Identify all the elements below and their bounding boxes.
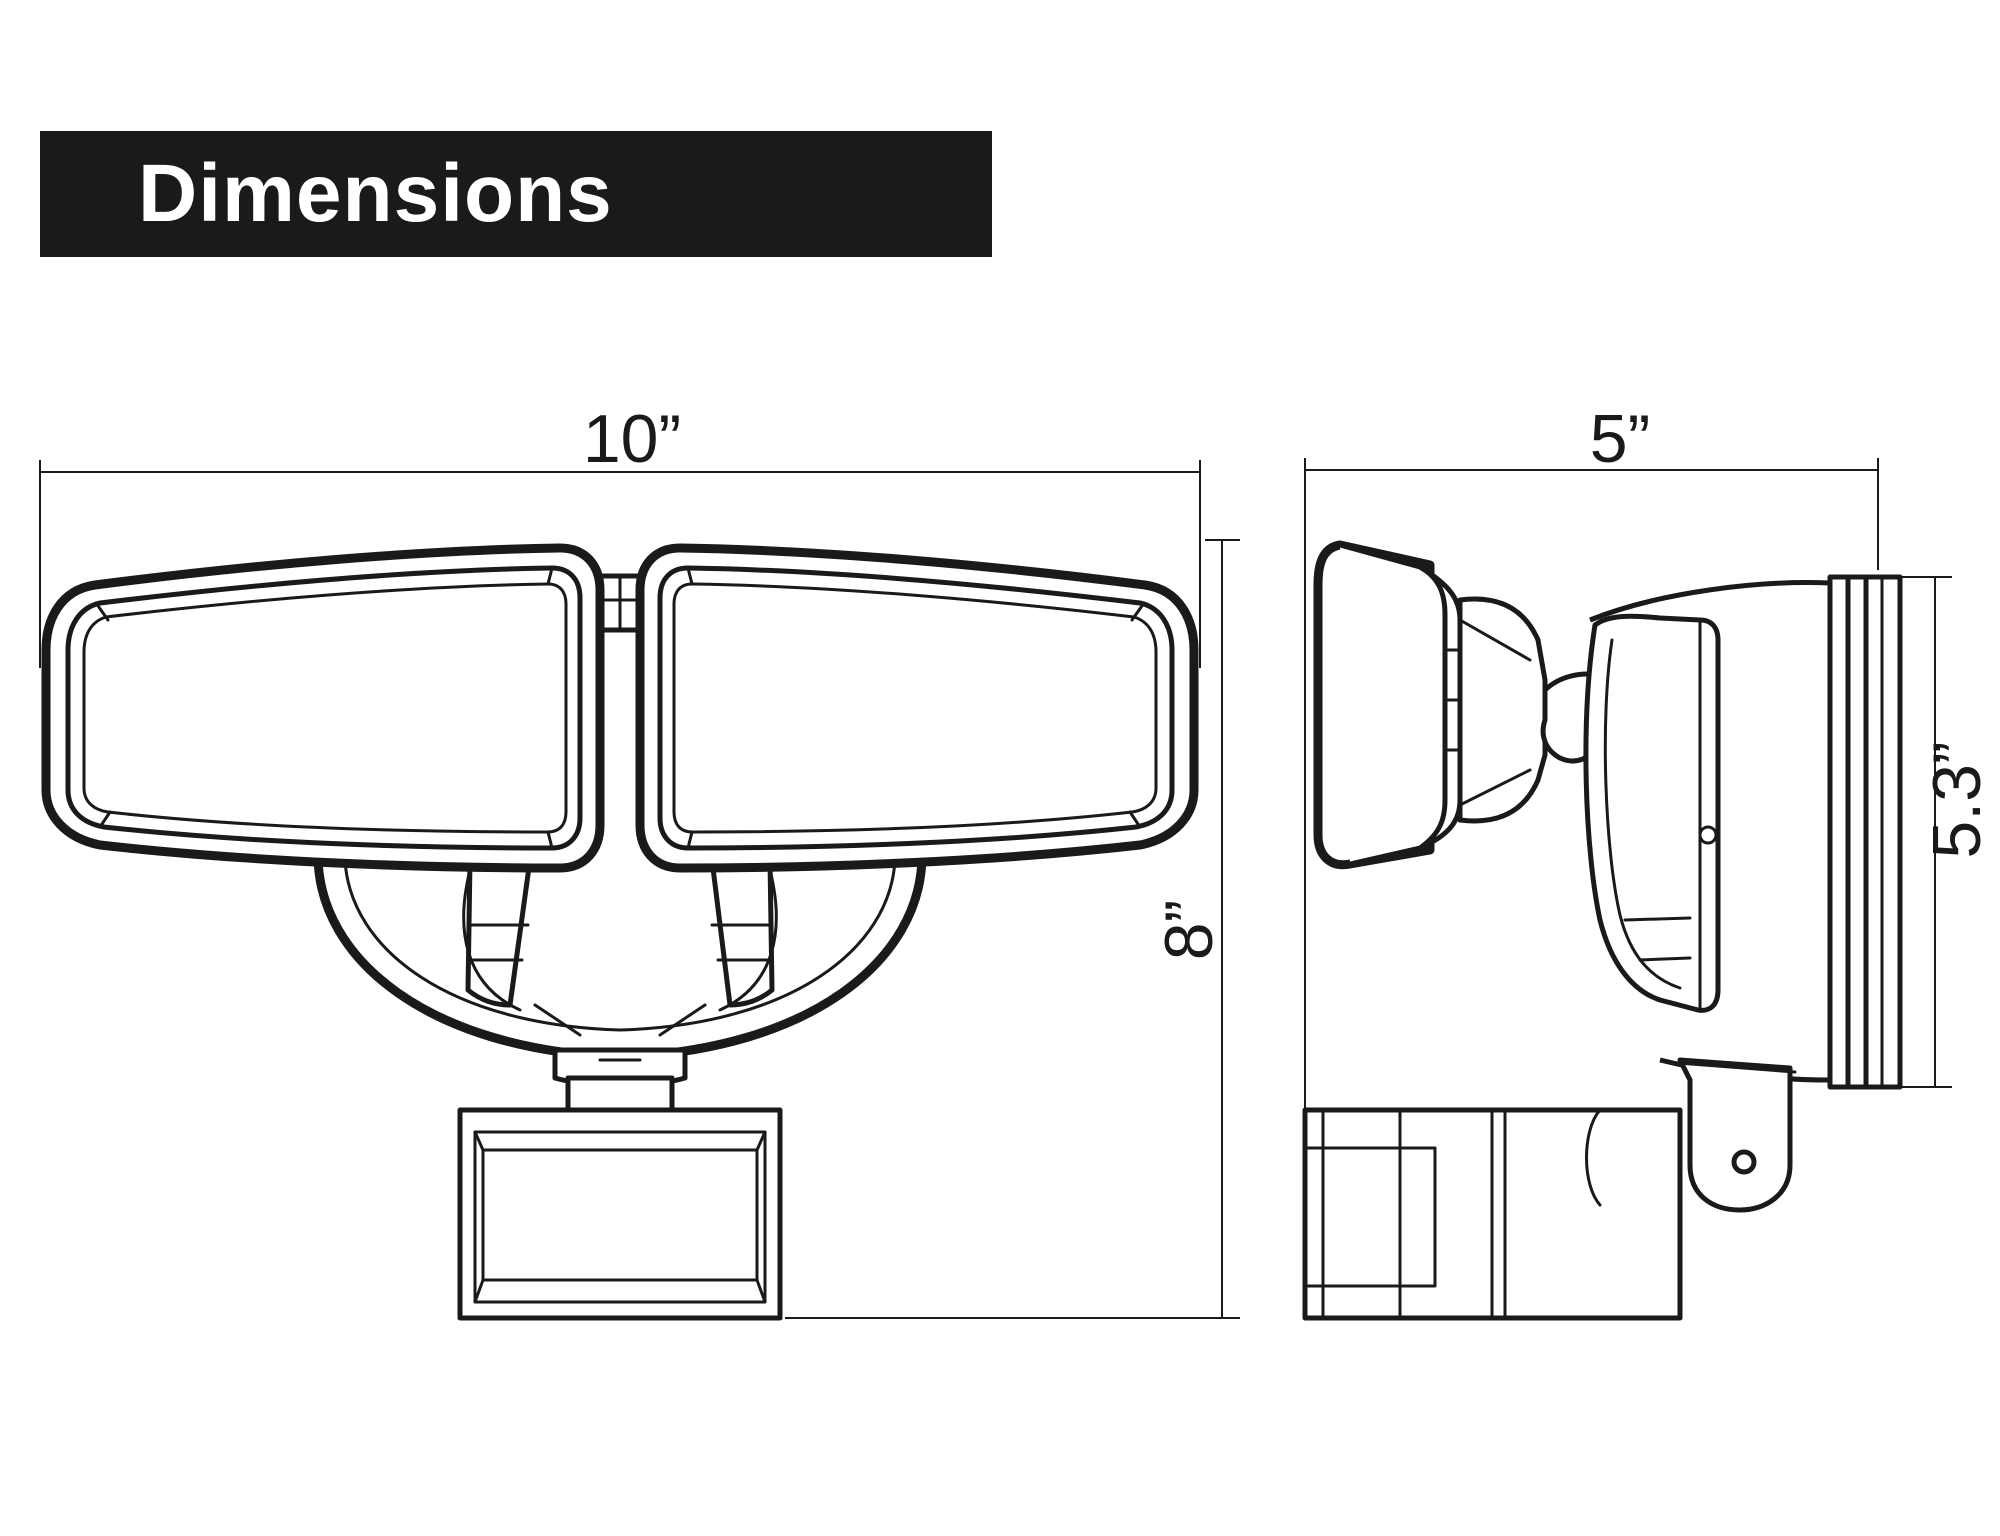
side-lower-bracket [1663,1057,1797,1213]
front-left-lamp-head [41,543,605,873]
front-motion-sensor [457,1107,783,1321]
side-sensor-housing [1583,613,1721,1013]
front-view: 10” 8” [39,401,1240,1321]
front-height-dimension: 8” [785,539,1240,1319]
front-swivel-knuckle [552,1047,688,1113]
front-yoke-arm [313,854,927,1062]
front-right-lamp-head [635,543,1199,873]
front-width-label: 10” [583,401,681,477]
title-bar: Dimensions [40,131,992,257]
page-title: Dimensions [138,148,613,239]
side-lamp-head [1313,540,1548,870]
side-view: 5” 5.3” [1302,401,1995,1321]
side-base [1302,1107,1683,1321]
front-width-dimension: 10” [39,401,1201,668]
side-height-dimension: 5.3” [1900,576,1995,1088]
side-depth-label: 5” [1590,401,1650,477]
side-depth-dimension: 5” [1304,401,1879,1318]
front-height-label: 8” [1151,900,1227,960]
side-height-label: 5.3” [1919,741,1995,858]
